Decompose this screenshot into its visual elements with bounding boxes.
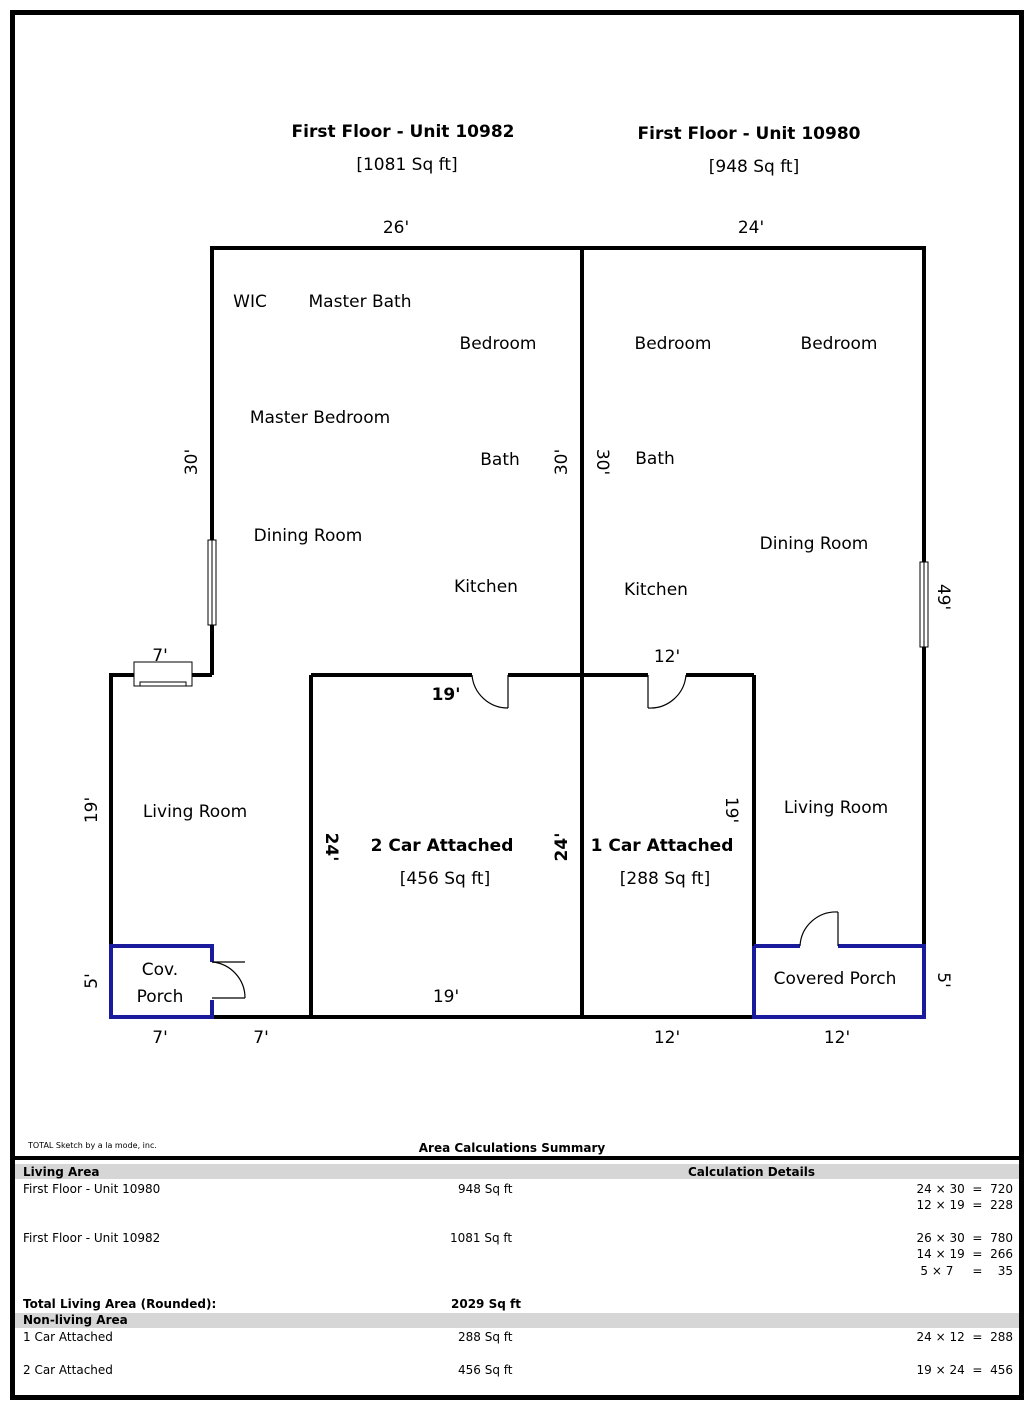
doors: [211, 674, 839, 999]
room-dining: Dining Room: [254, 526, 363, 546]
row-unit-10980-area: 948 Sq ft: [458, 1182, 513, 1196]
non-living-band: [15, 1313, 1019, 1328]
porches: [109, 944, 926, 1019]
room-kitchen: Kitchen: [624, 580, 688, 600]
garage-1-area: [288 Sq ft]: [620, 869, 710, 889]
room-dining: Dining Room: [760, 534, 869, 554]
page-border: [10, 10, 1024, 1400]
room-cov-porch: Porch: [137, 987, 184, 1007]
row-2-car-name: 2 Car Attached: [23, 1363, 113, 1377]
garage-1-title: 1 Car Attached: [591, 836, 734, 856]
unit-10982-area: [1081 Sq ft]: [356, 155, 457, 175]
dim-top-left: 26': [383, 218, 409, 238]
living-area-header: Living Area: [23, 1165, 100, 1179]
room-wic: WIC: [233, 292, 267, 312]
floor-plan: First Floor - Unit 10982 [1081 Sq ft] Fi…: [12, 122, 1021, 1160]
dim-mid-30b: 30': [592, 449, 612, 475]
room-bedroom: Bedroom: [460, 334, 537, 354]
unit-10980-area: [948 Sq ft]: [709, 157, 799, 177]
row-unit-10982-calc: 26 × 30 = 780: [916, 1231, 1013, 1245]
garage-2-area: [456 Sq ft]: [400, 869, 490, 889]
row-unit-10982-name: First Floor - Unit 10982: [23, 1231, 161, 1245]
room-bedroom: Bedroom: [635, 334, 712, 354]
dim-right-49: 49': [933, 584, 953, 610]
garage-2-title: 2 Car Attached: [371, 836, 514, 856]
room-kitchen: Kitchen: [454, 577, 518, 597]
row-1-car-name: 1 Car Attached: [23, 1330, 113, 1344]
dim-bottom-12a: 12': [654, 1028, 680, 1048]
calculation-details-header: Calculation Details: [688, 1165, 816, 1179]
dim-step-7: 7': [152, 646, 168, 666]
dim-g2-left: 24': [321, 833, 341, 862]
dim-left-19: 19': [82, 797, 102, 823]
row-1-car-area: 288 Sq ft: [458, 1330, 513, 1344]
row-2-car-calc: 19 × 24 = 456: [916, 1363, 1013, 1377]
windows: [133, 539, 929, 687]
walls: [109, 246, 926, 1019]
dim-bottom-7b: 7': [253, 1028, 269, 1048]
row-1-car-calc: 24 × 12 = 288: [916, 1330, 1013, 1344]
door-garage-1: [647, 674, 687, 709]
door-covered-porch: [799, 911, 839, 947]
room-cov-porch: Cov.: [142, 960, 178, 980]
dim-bottom-7a: 7': [152, 1028, 168, 1048]
dim-g1-right: 19': [721, 797, 741, 823]
room-master-bath: Master Bath: [309, 292, 412, 312]
row-2-car-area: 456 Sq ft: [458, 1363, 513, 1377]
dim-g2-top: 19': [432, 685, 461, 705]
room-bath: Bath: [480, 450, 520, 470]
room-living: Living Room: [143, 802, 247, 822]
room-covered-porch: Covered Porch: [774, 969, 897, 989]
dim-left-30: 30': [182, 449, 202, 475]
non-living-header: Non-living Area: [23, 1313, 128, 1327]
area-calculations-summary: Living Area Calculation Details First Fl…: [15, 1160, 1019, 1390]
credit-text: TOTAL Sketch by a la mode, inc.: [27, 1141, 157, 1150]
door-garage-2: [471, 674, 509, 709]
dim-left-5: 5': [82, 973, 102, 989]
dim-bottom-12b: 12': [824, 1028, 850, 1048]
door-cov-porch: [211, 961, 246, 999]
total-living-value: 2029 Sq ft: [451, 1297, 521, 1311]
row-unit-10980-calc: 24 × 30 = 720: [916, 1182, 1013, 1196]
room-bedroom: Bedroom: [801, 334, 878, 354]
unit-10980-title: First Floor - Unit 10980: [638, 124, 861, 144]
living-area-band: [15, 1164, 1019, 1179]
dim-g1-top: 12': [654, 647, 680, 667]
cov-porch-outline: [109, 944, 214, 1019]
row-unit-10982-calc: 14 × 19 = 266: [916, 1247, 1013, 1261]
dim-g2-bottom: 19': [433, 987, 459, 1007]
summary-title: Area Calculations Summary: [419, 1141, 606, 1155]
room-master-bedroom: Master Bedroom: [250, 408, 390, 428]
unit-10982-title: First Floor - Unit 10982: [292, 122, 515, 142]
row-unit-10982-calc: 5 × 7 = 35: [920, 1264, 1013, 1278]
row-unit-10980-calc: 12 × 19 = 228: [916, 1198, 1013, 1212]
covered-porch-outline-top-b: [752, 944, 926, 1019]
dim-g2-right: 24': [552, 833, 572, 862]
room-bath: Bath: [635, 449, 675, 469]
row-unit-10982-area: 1081 Sq ft: [450, 1231, 513, 1245]
room-living: Living Room: [784, 798, 888, 818]
row-unit-10980-name: First Floor - Unit 10980: [23, 1182, 161, 1196]
dim-right-5: 5': [933, 972, 953, 988]
dim-top-right: 24': [738, 218, 764, 238]
total-living-label: Total Living Area (Rounded):: [23, 1297, 217, 1311]
dim-mid-30a: 30': [552, 449, 572, 475]
